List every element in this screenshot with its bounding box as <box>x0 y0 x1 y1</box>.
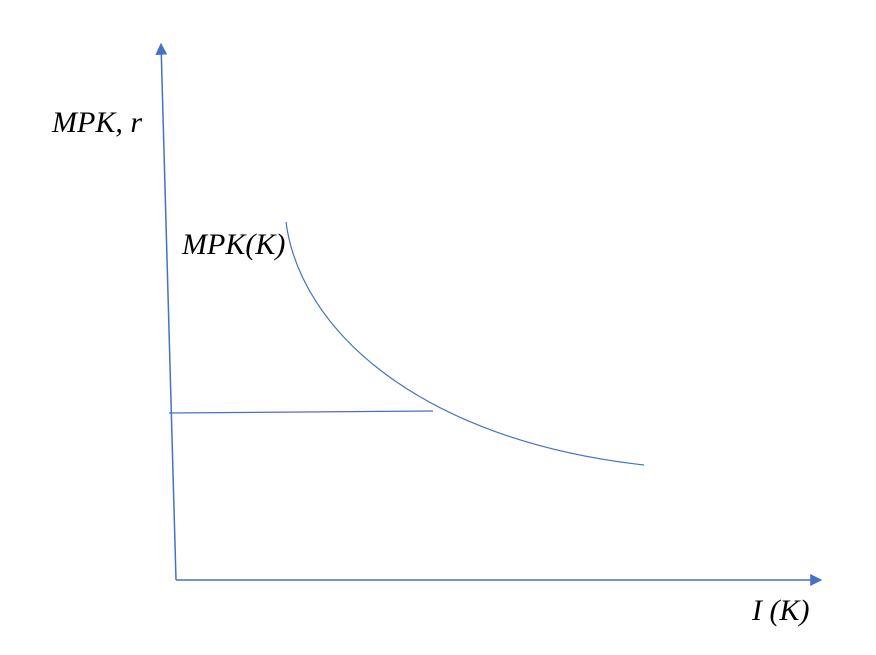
y-axis-label: MPK, r <box>52 106 142 139</box>
curve-label: MPK(K) <box>182 228 286 261</box>
mpk-curve <box>285 221 645 466</box>
y-axis <box>155 42 177 581</box>
interest-rate-line <box>168 410 434 414</box>
x-axis-label: I (K) <box>752 594 810 627</box>
